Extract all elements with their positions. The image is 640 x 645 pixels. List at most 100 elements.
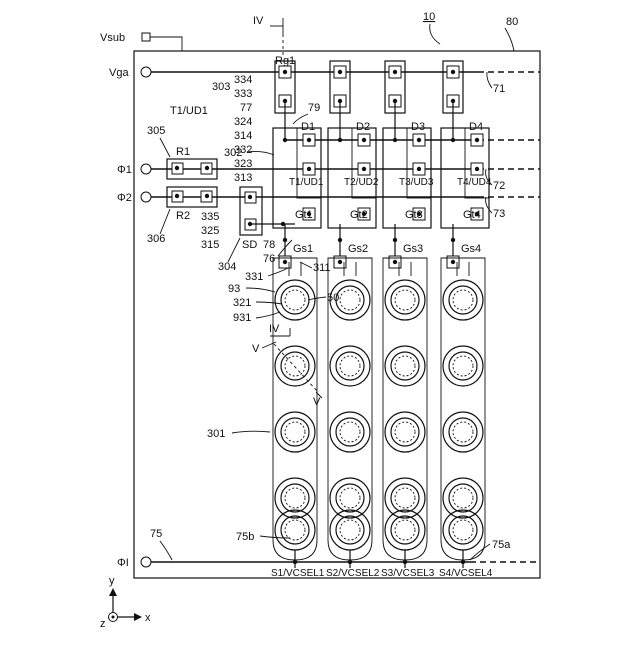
axis-z-label: z [100, 618, 106, 630]
ref-323: 323 [234, 158, 252, 170]
vsub-lead [150, 37, 182, 51]
axis-y-label: y [109, 575, 115, 587]
r1-dot-left [175, 166, 179, 170]
t3-phi-contact-dot [417, 167, 421, 171]
ref-306-leader [160, 209, 170, 234]
sd-label: SD [242, 239, 257, 251]
ref-321-leader [256, 302, 282, 304]
gt1-junction [283, 238, 287, 242]
ref-80-leader [505, 28, 514, 51]
ref-75b-leader [260, 536, 290, 538]
vcsel1-aperture-4 [285, 488, 305, 508]
section-v-left: V [252, 343, 260, 355]
vcsel3-aperture-5 [395, 520, 415, 540]
ref-311: 311 [313, 262, 331, 274]
ref-306: 306 [147, 233, 165, 245]
ref-325: 325 [201, 225, 219, 237]
vcsel3-aperture-3 [395, 422, 415, 442]
d4-contact-dot [475, 138, 479, 142]
gt4-junction [451, 238, 455, 242]
vcsel4-aperture-4 [453, 488, 473, 508]
s1-label: S1/VCSEL1 [271, 568, 325, 579]
ref-10: 10 [423, 11, 435, 23]
ref-304-leader [228, 238, 240, 262]
phiI-label: ΦI [117, 557, 129, 569]
r1-dot-right [205, 166, 209, 170]
ref-331: 331 [245, 271, 263, 283]
gs2-contact-dot [338, 260, 342, 264]
t3-label: T3/UD3 [399, 177, 434, 188]
vsub-terminal [142, 33, 150, 41]
ref-50: 50 [327, 292, 339, 304]
ref-313: 313 [234, 172, 252, 184]
vcsel4-aperture-1 [453, 290, 473, 310]
s2-label: S2/VCSEL2 [326, 568, 380, 579]
ref-73: 73 [493, 208, 505, 220]
ref-93-leader [246, 288, 275, 292]
junction-d3 [393, 138, 397, 142]
ref-80: 80 [506, 16, 518, 28]
t4-label: T4/UD4 [457, 177, 492, 188]
section-v-right: V [313, 396, 321, 408]
t4-phi-contact-dot [475, 167, 479, 171]
ref-335: 335 [201, 211, 219, 223]
r2-dot-right [205, 194, 209, 198]
ref-931: 931 [233, 312, 251, 324]
ref-75b: 75b [236, 531, 254, 543]
ref-75: 75 [150, 528, 162, 540]
gs3-contact-dot [393, 260, 397, 264]
ref-71-leader [487, 72, 492, 88]
phi1-terminal [141, 164, 151, 174]
gt4-label: Gt4 [463, 209, 481, 221]
ref-75a-leader [470, 544, 490, 560]
vcsel1-aperture-1 [285, 290, 305, 310]
ref-324: 324 [234, 116, 252, 128]
junction-d1 [283, 138, 287, 142]
d2-label: D2 [356, 121, 370, 133]
r1-label: R1 [176, 146, 190, 158]
ref-332: 332 [234, 144, 252, 156]
d3-label: D3 [411, 121, 425, 133]
vcsel4-mesa [441, 258, 485, 560]
d4-label: D4 [469, 121, 483, 133]
rg4-contact-top-dot [451, 70, 455, 74]
gs4-label: Gs4 [461, 243, 481, 255]
ref-314: 314 [234, 130, 252, 142]
ref-301: 301 [207, 428, 225, 440]
ref-71: 71 [493, 83, 505, 95]
junction-d4 [451, 138, 455, 142]
ref-303: 303 [212, 81, 230, 93]
phi1-label: Φ1 [117, 164, 132, 176]
vcsel2-aperture-2 [340, 356, 360, 376]
section-iv-mid: IV [269, 323, 280, 335]
ref-311-leader [300, 262, 312, 268]
r2-dot-left [175, 194, 179, 198]
rg3-contact-top-dot [393, 70, 397, 74]
d2-contact-dot [362, 138, 366, 142]
t1-label: T1/UD1 [289, 177, 324, 188]
rg2-contact-top-dot [338, 70, 342, 74]
ref-321: 321 [233, 297, 251, 309]
ref-315: 315 [201, 239, 219, 251]
vcsel4-aperture-2 [453, 356, 473, 376]
r2-label: R2 [176, 210, 190, 222]
ref-334: 334 [234, 74, 252, 86]
ref-333: 333 [234, 88, 252, 100]
section-v-left-arrow [262, 342, 276, 348]
gs2-label: Gs2 [348, 243, 368, 255]
ref-79: 79 [308, 102, 320, 114]
ref-301-leader [232, 431, 270, 433]
t1-phi-contact-dot [307, 167, 311, 171]
gt2-label: Gt2 [350, 209, 368, 221]
ref-93: 93 [228, 283, 240, 295]
vcsel3-mesa [383, 258, 427, 560]
vcsel2-aperture-3 [340, 422, 360, 442]
ref-75-leader [160, 541, 172, 560]
section-iv-top: IV [253, 15, 264, 27]
sd-dot-top [248, 195, 252, 199]
vsub-label: Vsub [100, 32, 125, 44]
phi2-label: Φ2 [117, 192, 132, 204]
axis-y-arrow [109, 588, 117, 596]
gt3-junction [393, 238, 397, 242]
ref-931-leader [256, 312, 280, 318]
